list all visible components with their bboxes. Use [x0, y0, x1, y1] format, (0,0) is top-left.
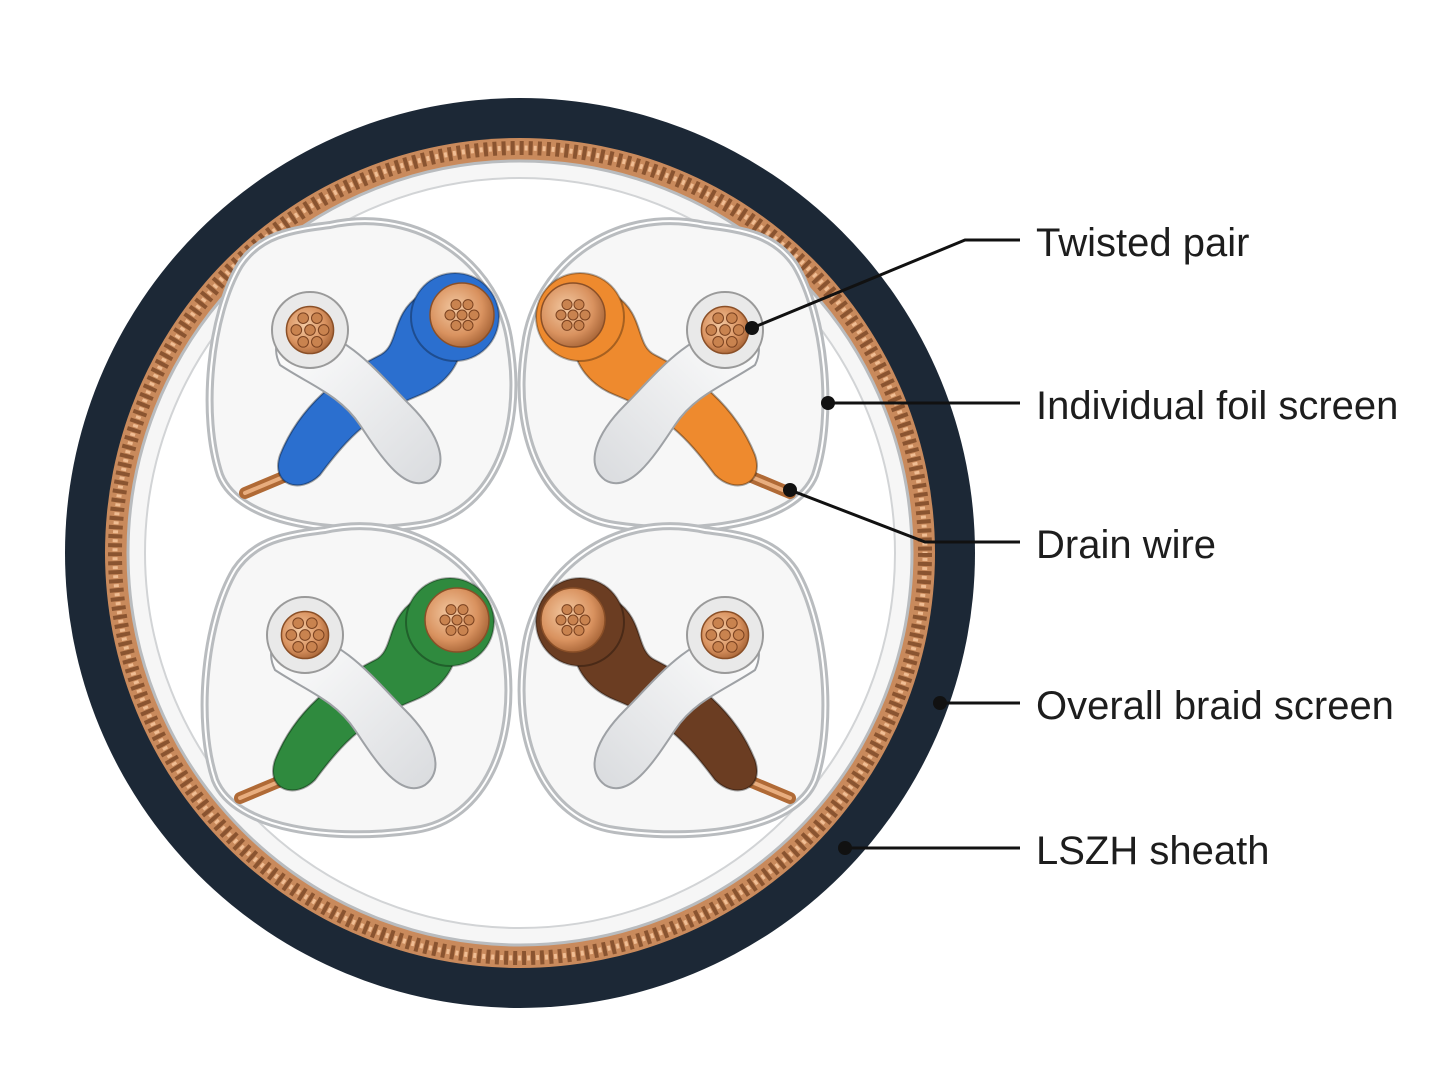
brown-pair-white-end-strand — [719, 629, 731, 641]
blue-pair-colored-strand — [462, 299, 474, 311]
orange-pair — [517, 217, 830, 534]
blue-pair-white-end-strand — [311, 336, 323, 348]
green-pair-white-end-strand — [306, 641, 318, 653]
brown-pair-colored-strand — [561, 604, 573, 616]
green-pair-colored-strand — [451, 614, 463, 626]
leader-drain — [789, 488, 1020, 544]
green-pair-colored-strand — [457, 604, 469, 616]
blue-pair-white-end-strand — [311, 312, 323, 324]
green-pair-colored-strand — [445, 624, 457, 636]
blue-pair-colored-strand — [450, 319, 462, 331]
green-pair-white-end-strand — [306, 617, 318, 629]
brown-pair-white-end-strand — [726, 641, 738, 653]
blue-pair-white-end-strand — [297, 336, 309, 348]
braid-texture-light — [112, 145, 928, 961]
blue-pair — [205, 217, 518, 534]
brown-pair — [517, 522, 830, 839]
brown-pair-colored-strand — [573, 604, 585, 616]
orange-pair-colored-strand — [561, 299, 573, 311]
orange-pair-colored-strand — [579, 309, 591, 321]
orange-pair-white-end-strand — [705, 324, 718, 336]
brown-pair-colored-strand — [573, 624, 585, 636]
label-twisted-pair: Twisted pair — [1036, 221, 1249, 265]
brown-pair-foil-highlight — [520, 525, 827, 836]
dot-twisted-pair — [745, 321, 759, 335]
brown-pair-white-end-strand — [726, 617, 738, 629]
green-pair-white-end-strand — [299, 629, 311, 641]
orange-pair-white-end-strand — [719, 324, 731, 336]
leader-dots — [745, 321, 947, 855]
dot-braid — [933, 696, 947, 710]
green-pair-white-end-strand — [285, 629, 298, 641]
blue-pair-colored-strand — [444, 309, 456, 321]
green-pair-colored-strand — [457, 624, 469, 636]
orange-pair-white-end-strand — [712, 336, 724, 348]
green-pair-colored-strand — [463, 614, 475, 626]
green-pair-white-end-strand — [292, 617, 304, 629]
green-pair-white-end-strand — [312, 629, 325, 641]
green-pair — [200, 522, 513, 839]
blue-pair-white-end-strand — [304, 324, 316, 336]
orange-pair-white-end-strand — [726, 312, 738, 324]
brown-pair-colored-strand — [579, 614, 591, 626]
brown-pair-white-end-strand — [705, 629, 718, 641]
blue-pair-white-end-strand — [290, 324, 303, 336]
label-drain: Drain wire — [1036, 523, 1216, 567]
blue-pair-colored-strand — [456, 309, 468, 321]
label-foil: Individual foil screen — [1036, 384, 1398, 428]
blue-pair-white-end-strand — [317, 324, 330, 336]
orange-pair-colored-strand — [573, 319, 585, 331]
green-pair-white-end-strand — [292, 641, 304, 653]
orange-pair-white-end-strand — [732, 324, 745, 336]
brown-pair-colored-strand — [561, 624, 573, 636]
label-braid: Overall braid screen — [1036, 684, 1394, 728]
brown-pair-white-end-strand — [712, 641, 724, 653]
blue-pair-white-end-strand — [297, 312, 309, 324]
leader-lines — [751, 238, 1020, 850]
twisted-pairs — [200, 217, 830, 839]
orange-pair-colored-strand — [573, 299, 585, 311]
green-pair-colored-strand — [445, 604, 457, 616]
orange-pair-white-end-strand — [726, 336, 738, 348]
brown-pair-colored-strand — [567, 614, 579, 626]
leader-twisted-pair — [751, 238, 1020, 330]
orange-pair-colored-strand — [567, 309, 579, 321]
brown-pair-colored-strand — [555, 614, 567, 626]
brown-pair-white-end-strand — [732, 629, 745, 641]
dot-foil — [821, 396, 835, 410]
green-pair-colored-strand — [439, 614, 451, 626]
dot-sheath — [838, 841, 852, 855]
orange-pair-white-end-strand — [712, 312, 724, 324]
blue-pair-colored-strand — [462, 319, 474, 331]
orange-pair-colored-strand — [561, 319, 573, 331]
green-pair-foil-highlight — [203, 525, 510, 836]
blue-pair-colored-strand — [468, 309, 480, 321]
label-sheath: LSZH sheath — [1036, 829, 1269, 873]
brown-pair-white-end-strand — [712, 617, 724, 629]
orange-pair-colored-strand — [555, 309, 567, 321]
dot-drain — [783, 483, 797, 497]
blue-pair-colored-strand — [450, 299, 462, 311]
